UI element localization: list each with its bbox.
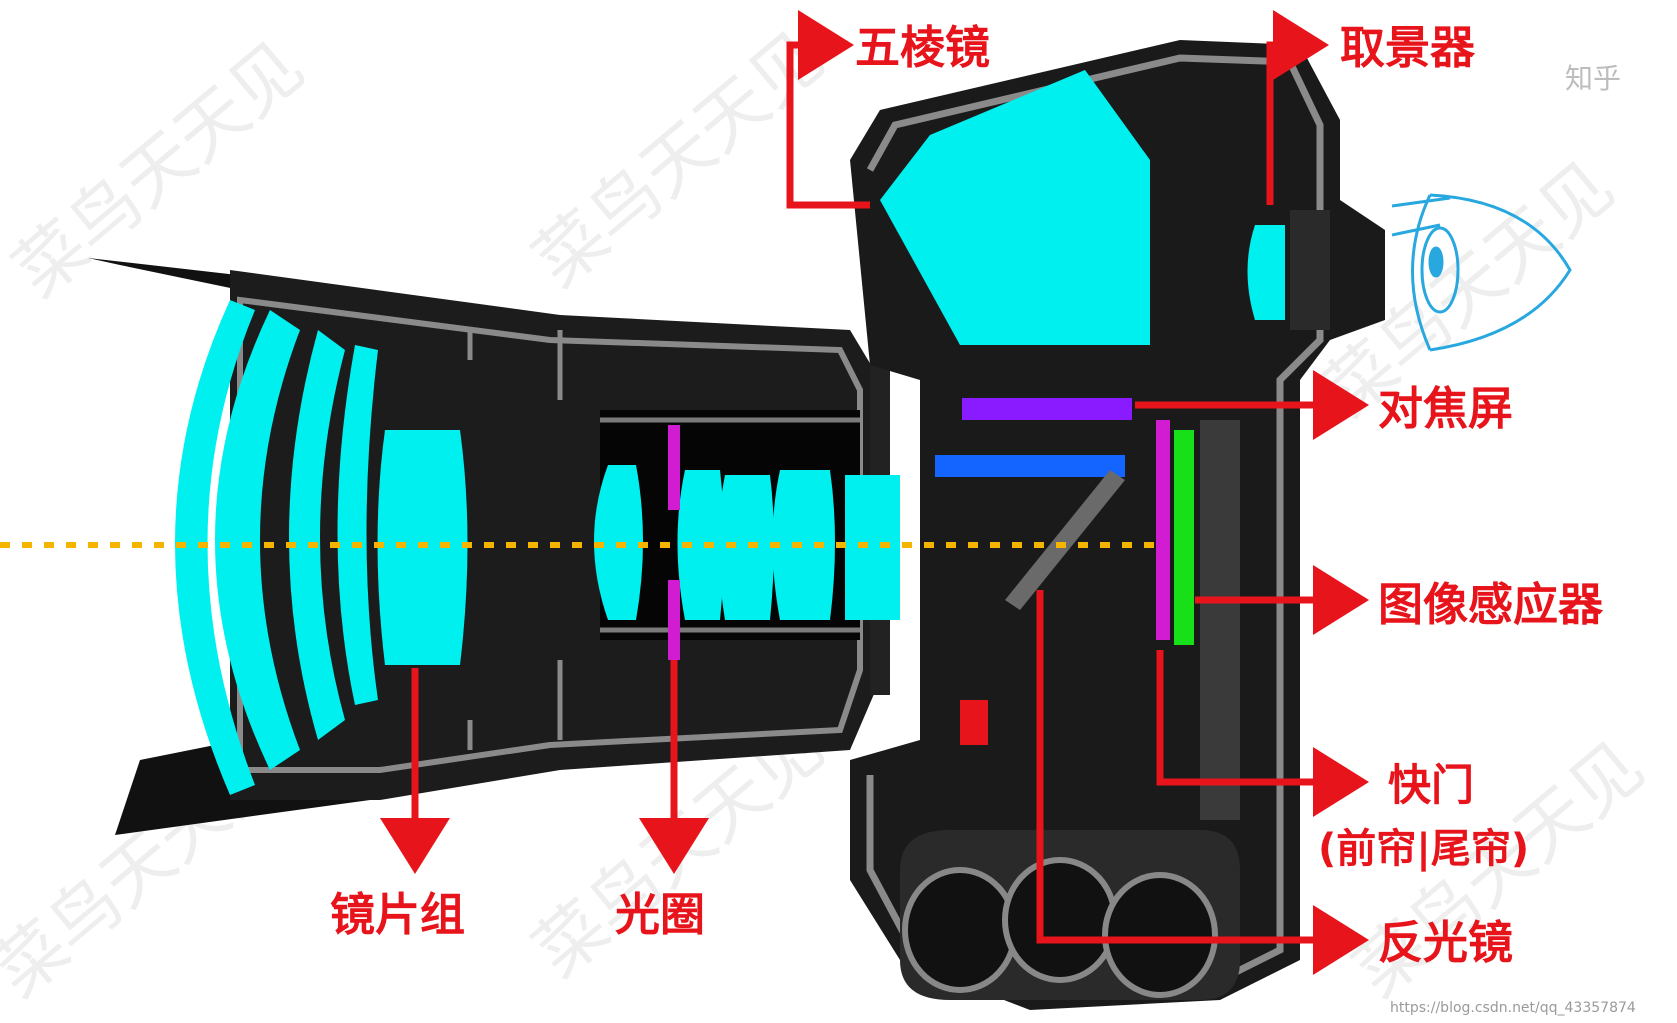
label-shutter-curtains: (前帘|尾帘) [1318,826,1529,873]
image-sensor [1174,430,1194,645]
label-mirror: 反光镜 [1378,916,1513,969]
label-arrows [380,10,1369,975]
viewfinder-eyepiece [1247,225,1285,320]
aperture-blade-bottom [668,580,680,660]
label-aperture: 光圈 [615,888,705,941]
shutter-curtain [1156,420,1170,640]
pentaprism-glass [880,70,1150,345]
watermark-url: https://blog.csdn.net/qq_43357874 [1390,1000,1636,1016]
reflex-mirror [1005,470,1125,610]
focus-screen-bar [962,398,1132,420]
lens-barrel [88,258,900,835]
label-shutter: 快门 [1388,761,1474,811]
mirror-bar [935,455,1125,477]
lens-group-elements [175,300,900,795]
label-viewfinder: 取景器 [1340,21,1476,74]
label-image-sensor: 图像感应器 [1378,578,1604,631]
aperture-blade-top [668,425,680,510]
label-focusing-screen: 对焦屏 [1378,382,1513,435]
watermark-corner: 知乎 [1565,62,1621,95]
label-pentaprism: 五棱镜 [855,21,990,74]
camera-body [850,40,1385,1010]
eye-icon [1391,193,1572,352]
label-lens-group: 镜片组 [330,888,465,941]
